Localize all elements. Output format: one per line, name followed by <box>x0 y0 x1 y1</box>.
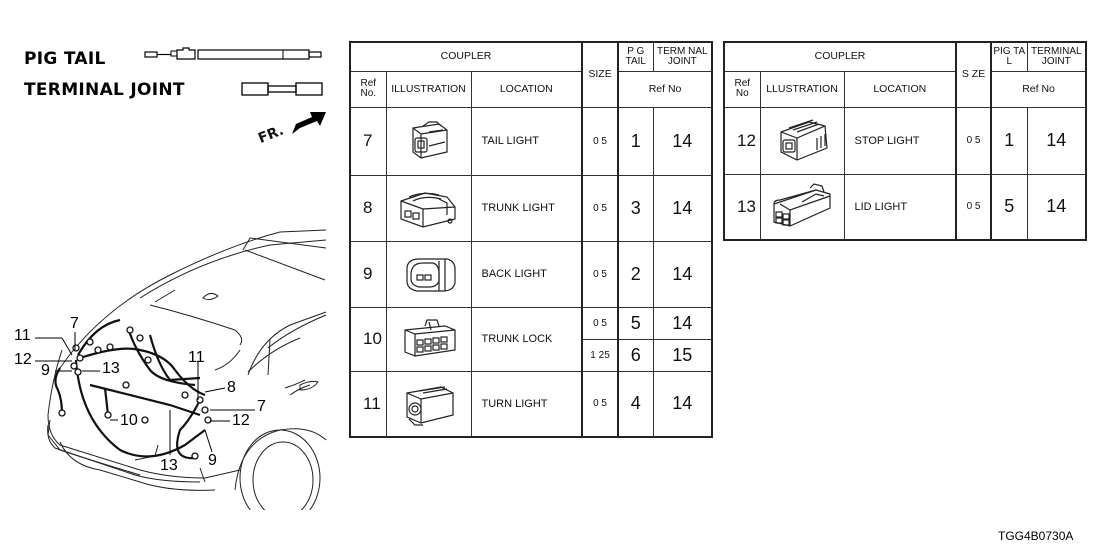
location-cell: TRUNK LIGHT <box>470 174 583 242</box>
trunk-light-connector-icon <box>385 174 472 242</box>
pig-tail-cell: 6 <box>617 338 654 372</box>
ref-number: 8 <box>349 174 387 242</box>
location-header: LOCATION <box>843 70 957 108</box>
terminal-joint-cell: 14 <box>652 106 713 176</box>
callout-13b: 13 <box>160 457 178 474</box>
callout-7b: 7 <box>257 398 266 415</box>
table-row: 8 TRUNK LIGHT 0 5 3 14 <box>349 174 713 242</box>
ref-number: 9 <box>349 240 387 308</box>
size-header: SIZE <box>581 41 619 108</box>
table-row: 10 TRUNK LOCK 0 5 5 14 <box>349 306 713 372</box>
callout-10: 10 <box>120 412 138 429</box>
ref-number: 12 <box>723 106 761 175</box>
location-cell: TAIL LIGHT <box>470 106 583 176</box>
table-row: 12 STOP LIGHT 0 5 1 14 <box>723 106 1087 175</box>
size-cell: 0 5 <box>581 370 619 438</box>
ref-number: 13 <box>723 173 761 241</box>
pig-tail-cell: 1 <box>990 106 1028 175</box>
callout-12b: 12 <box>232 412 250 429</box>
front-indicator-label: FR. <box>256 122 287 147</box>
callout-8: 8 <box>227 379 236 396</box>
callout-11b: 11 <box>188 349 205 366</box>
illustration-header: ILLUSTRATION <box>385 70 472 108</box>
ref-number: 11 <box>349 370 387 438</box>
pig-tail-cell: 3 <box>617 174 654 242</box>
roof-edge <box>59 229 327 369</box>
turn-light-connector-icon <box>385 370 472 438</box>
terminal-joint-cell: 14 <box>1026 106 1087 175</box>
trunk-lock-connector-icon <box>385 306 472 372</box>
illustration-header: LLUSTRATION <box>759 70 845 108</box>
location-cell: STOP LIGHT <box>843 106 957 175</box>
location-header: LOCATION <box>470 70 583 108</box>
callout-13: 13 <box>102 360 120 377</box>
front-arrow-icon <box>292 112 326 134</box>
size-cell: 0 5 <box>955 173 992 241</box>
ref-number: 10 <box>349 306 387 372</box>
pig-tail-label: PIG TAIL <box>24 49 106 69</box>
table-row: 13 LID LIGHT 0 5 5 14 <box>723 173 1087 241</box>
terminal-joint-cell: 14 <box>652 174 713 242</box>
back-light-connector-icon <box>385 240 472 308</box>
terminal-joint-label: TERMINAL JOINT <box>24 80 185 100</box>
table-row: 9 BACK LIGHT 0 5 2 14 <box>349 240 713 308</box>
table-row: 7 TAIL LIGHT 0 5 1 14 <box>349 106 713 176</box>
size-header: S ZE <box>955 41 992 108</box>
coupler-header: COUPLER <box>349 41 583 72</box>
terminal-joint-cell: 14 <box>1026 173 1087 241</box>
terminal-joint-cell: 14 <box>652 240 713 308</box>
pig-tail-cell: 5 <box>990 173 1028 241</box>
terminal-joint-cell: 14 <box>652 306 713 340</box>
stop-light-connector-icon <box>759 106 845 175</box>
pig-tail-cell: 1 <box>617 106 654 176</box>
location-cell: TRUNK LOCK <box>470 306 583 372</box>
callout-9: 9 <box>41 362 50 379</box>
pig-tail-cell: 5 <box>617 306 654 340</box>
ref-no-sub-header: Ref No <box>617 70 713 108</box>
terminal-joint-icon <box>241 82 323 96</box>
size-cell: 0 5 <box>581 240 619 308</box>
pig-tail-cell: 4 <box>617 370 654 438</box>
size-cell: 0 5 <box>955 106 992 175</box>
diagram-code: TGG4B0730A <box>998 529 1074 543</box>
location-cell: TURN LIGHT <box>470 370 583 438</box>
terminal-joint-cell: 14 <box>652 370 713 438</box>
lid-light-connector-icon <box>759 173 845 241</box>
table-row: 11 TURN LIGHT 0 5 4 14 <box>349 370 713 438</box>
size-cell: 1 25 <box>581 338 619 372</box>
callout-12: 12 <box>14 351 32 368</box>
car-harness-diagram <box>47 229 327 510</box>
callout-leaders <box>35 332 255 455</box>
size-cell: 0 5 <box>581 174 619 242</box>
pig-tail-icon <box>144 47 322 60</box>
tail-light-connector-icon <box>385 106 472 176</box>
size-cell: 0 5 <box>581 306 619 340</box>
location-cell: LID LIGHT <box>843 173 957 241</box>
callout-7: 7 <box>70 315 79 332</box>
callout-9b: 9 <box>208 452 217 469</box>
coupler-header: COUPLER <box>723 41 957 72</box>
location-cell: BACK LIGHT <box>470 240 583 308</box>
pig-tail-cell: 2 <box>617 240 654 308</box>
ref-no-sub-header: Ref No <box>990 70 1087 108</box>
ref-number: 7 <box>349 106 387 176</box>
terminal-joint-cell: 15 <box>652 338 713 372</box>
callout-11: 11 <box>14 327 31 344</box>
size-cell: 0 5 <box>581 106 619 176</box>
